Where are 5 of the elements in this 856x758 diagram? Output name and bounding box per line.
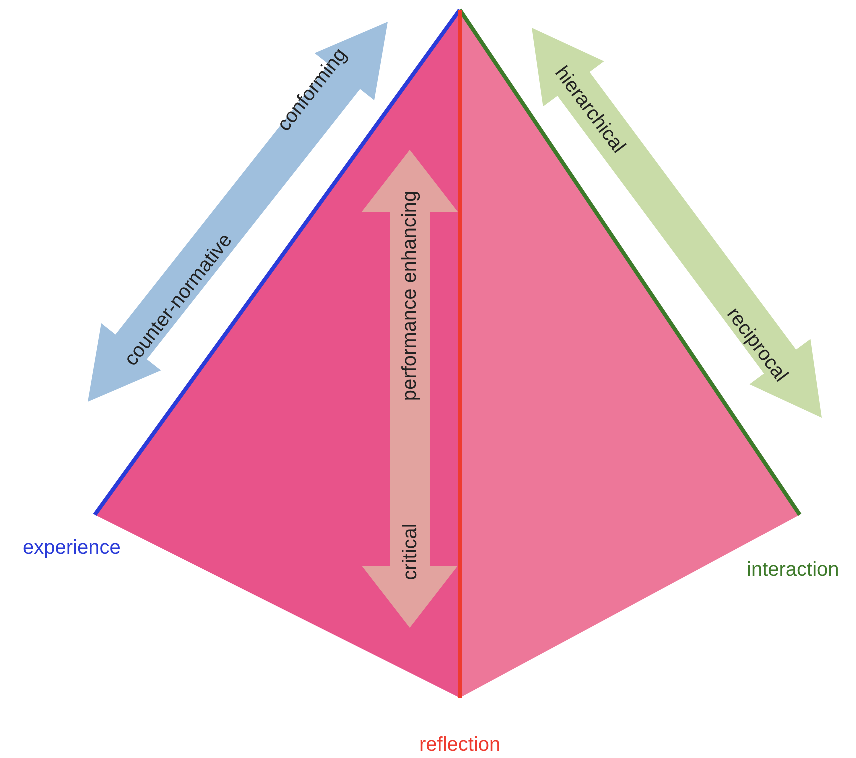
vertex-label: experience <box>23 537 121 559</box>
arrow-label: critical <box>398 524 421 580</box>
vertex-label: interaction <box>747 559 840 581</box>
arrow-label: performance enhancing <box>399 190 422 402</box>
vertex-label: reflection <box>420 734 501 756</box>
